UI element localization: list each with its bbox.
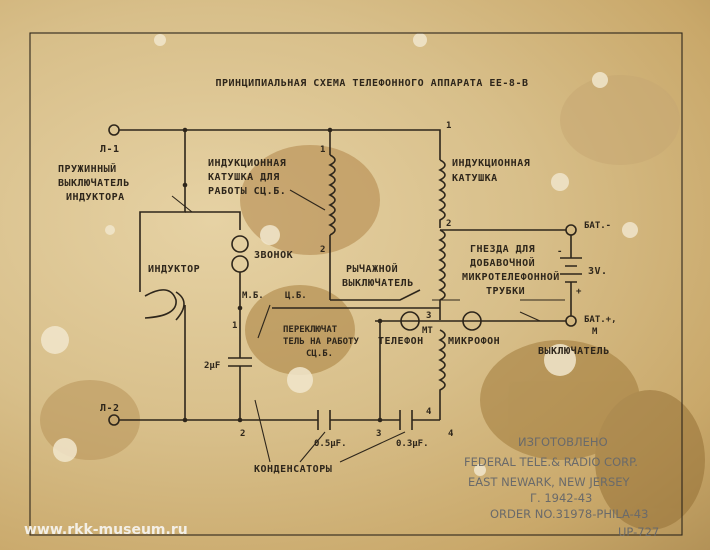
coil-node-3: 3 bbox=[426, 311, 431, 321]
maker-made: ИЗГОТОВЛЕНО bbox=[518, 435, 608, 449]
maker-company: FEDERAL TELE.& RADIO CORP. bbox=[464, 455, 638, 469]
label-coil-cb-2: КАТУШКА ДЛЯ bbox=[208, 172, 280, 183]
bottom-node-2: 2 bbox=[240, 429, 245, 439]
maker-order: ORDER NO.31978-PHILA-43 bbox=[490, 507, 648, 521]
watermark: www.rkk-museum.ru bbox=[24, 522, 188, 538]
bottom-node-4b: 4 bbox=[448, 429, 454, 439]
label-spring-1: ПРУЖИННЫЙ bbox=[58, 162, 117, 175]
label-bat-sign-plus: + bbox=[576, 287, 582, 297]
label-telephone: ТЕЛЕФОН bbox=[378, 336, 424, 347]
spots bbox=[41, 33, 638, 476]
label-jacks-2: ДОБАВОЧНОЙ bbox=[470, 256, 535, 269]
label-cap-05: 0.5μF. bbox=[314, 439, 347, 449]
coil-cb-symbol bbox=[328, 154, 336, 236]
label-selector-1: ПЕРЕКЛЮЧАТ bbox=[283, 325, 338, 335]
battery-symbol bbox=[560, 235, 582, 316]
coil-lower-symbol bbox=[438, 329, 446, 420]
arrow-spring bbox=[171, 195, 193, 213]
label-bell: ЗВОНОК bbox=[254, 250, 293, 261]
node-1-top: 1 bbox=[446, 121, 451, 131]
coil-cb-node-2: 2 bbox=[320, 245, 325, 255]
label-bat-sign-minus: - bbox=[557, 247, 562, 257]
label-lever-1: РЫЧАЖНОЙ bbox=[346, 262, 398, 275]
coil-node-2: 2 bbox=[446, 219, 451, 229]
bell-coil-1 bbox=[231, 235, 249, 253]
capacitor-2uf bbox=[228, 330, 252, 420]
terminal-l1 bbox=[108, 124, 120, 136]
plate-border bbox=[29, 32, 683, 536]
label-mt: МТ bbox=[422, 326, 433, 336]
label-microphone: МИКРОФОН bbox=[448, 336, 500, 347]
label-lever-2: ВЫКЛЮЧАТЕЛЬ bbox=[342, 277, 414, 289]
label-l1: Л-1 bbox=[100, 144, 120, 155]
label-capacitors: КОНДЕНСАТОРЫ bbox=[254, 464, 332, 475]
wire-spring bbox=[139, 130, 186, 292]
wire-bell-top bbox=[185, 211, 241, 230]
bottom-node-3: 3 bbox=[376, 429, 381, 439]
label-coil-1: ИНДУКЦИОННАЯ bbox=[452, 158, 530, 169]
label-spring-3: ИНДУКТОРА bbox=[66, 192, 125, 203]
label-jacks-1: ГНЕЗДА ДЛЯ bbox=[470, 244, 535, 255]
maker-code: UP-727 bbox=[618, 525, 659, 539]
label-jacks-4: ТРУБКИ bbox=[486, 286, 525, 297]
label-bat-minus: БАТ.- bbox=[584, 221, 611, 231]
coil-upper-symbol bbox=[438, 159, 446, 228]
bottom-node-4a: 4 bbox=[426, 407, 432, 417]
label-mb: М.Б. bbox=[242, 291, 264, 301]
label-cb: Ц.Б. bbox=[285, 291, 307, 301]
label-selector-3: СЦ.Б. bbox=[306, 349, 333, 359]
diagram-title: ПРИНЦИПИАЛЬНАЯ СХЕМА ТЕЛЕФОННОГО АППАРАТ… bbox=[216, 78, 529, 89]
maker-year: Г. 1942-43 bbox=[530, 491, 592, 505]
inductor-symbol bbox=[144, 289, 177, 319]
label-voltage: 3V. bbox=[588, 266, 608, 277]
label-bat-m: М bbox=[592, 327, 598, 337]
label-switch: ВЫКЛЮЧАТЕЛЬ bbox=[538, 345, 610, 357]
label-jacks-3: МИКРОТЕЛЕФОННОЙ bbox=[462, 270, 560, 283]
label-coil-cb-3: РАБОТЫ СЦ.Б. bbox=[208, 186, 286, 197]
label-cap-03: 0.3μF. bbox=[396, 439, 429, 449]
coil-middle-symbol bbox=[438, 229, 446, 320]
telephone-symbol bbox=[400, 311, 420, 331]
label-cap-2uf: 2μF bbox=[204, 361, 220, 371]
label-spring-2: ВЫКЛЮЧАТЕЛЬ bbox=[58, 177, 130, 189]
bell-coil-2 bbox=[231, 255, 249, 273]
label-inductor: ИНДУКТОР bbox=[148, 264, 200, 275]
capacitor-05uf bbox=[317, 410, 331, 430]
label-l2: Л-2 bbox=[100, 403, 120, 414]
label-coil-2: КАТУШКА bbox=[452, 173, 498, 184]
wire-top bbox=[119, 129, 441, 160]
capacitor-03uf bbox=[399, 410, 413, 430]
terminal-bat-plus bbox=[565, 315, 577, 327]
microphone-symbol bbox=[462, 311, 482, 331]
label-bat-plus: БАТ.+, bbox=[584, 315, 617, 325]
cap-node-1: 1 bbox=[232, 321, 237, 331]
terminal-bat-minus bbox=[565, 224, 577, 236]
label-coil-cb-1: ИНДУКЦИОННАЯ bbox=[208, 158, 286, 169]
coil-cb-node-1: 1 bbox=[320, 145, 325, 155]
label-selector-2: ТЕЛЬ НА РАБОТУ bbox=[283, 337, 359, 347]
maker-city: EAST NEWARK, NEW JERSEY bbox=[468, 475, 631, 489]
